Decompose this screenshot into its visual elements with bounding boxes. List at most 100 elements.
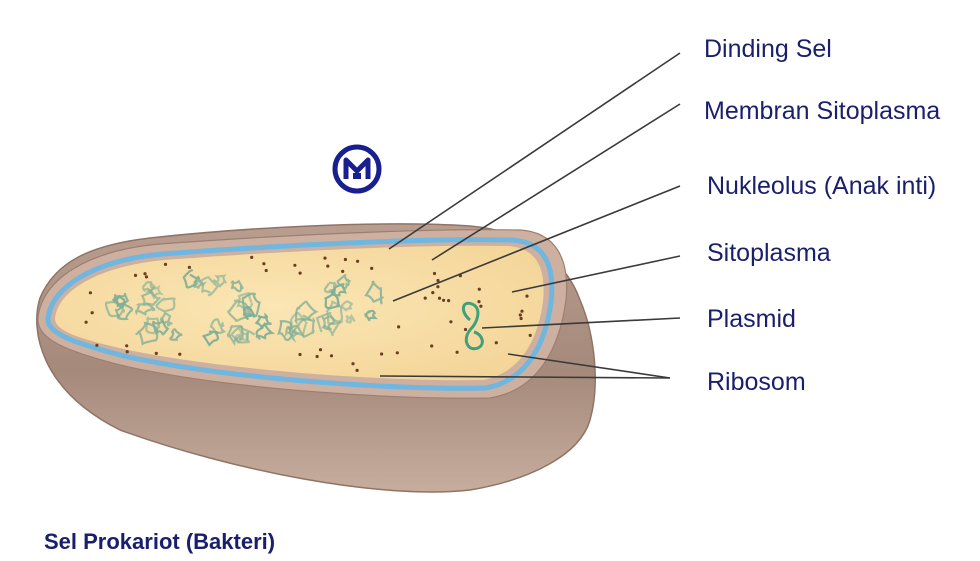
label-cytoplasmic-membrane: Membran Sitoplasma	[704, 97, 941, 125]
ribosome-dot	[90, 311, 94, 315]
label-ribosome: Ribosom	[707, 368, 806, 396]
ribosome-dot	[432, 271, 437, 276]
ribosome-dot	[477, 300, 481, 304]
ribosome-dot	[449, 320, 453, 324]
dna-strand	[294, 300, 319, 325]
dna-strand	[340, 300, 353, 312]
dna-strand	[145, 282, 165, 300]
ribosome-dot	[380, 352, 384, 356]
dna-strand	[169, 328, 183, 341]
ribosome-dot	[163, 262, 168, 266]
ribosome-dot	[343, 257, 347, 262]
ribosome-dot	[519, 316, 523, 321]
label-cell-wall: Dinding Sel	[704, 35, 832, 63]
dna-strand	[182, 269, 201, 289]
ribosome-dot	[298, 352, 302, 357]
dna-strand	[228, 326, 255, 344]
nucleoid	[104, 269, 384, 347]
ribosome-dot	[323, 256, 327, 260]
plasmid	[462, 301, 484, 351]
dna-strand	[345, 313, 356, 324]
leader-ribosome-1	[507, 353, 671, 379]
dna-strand	[330, 283, 347, 297]
ribosome-dot	[88, 291, 92, 295]
leader-lines	[379, 52, 681, 379]
dna-strand	[364, 280, 384, 305]
label-nucleolus: Nukleolus (Anak inti)	[707, 172, 937, 200]
dna-strand	[323, 289, 340, 310]
ribosome-dot	[125, 350, 129, 354]
ribosome-dot	[250, 255, 254, 259]
ribosome-dot	[318, 348, 323, 352]
ribosome-dot	[520, 309, 524, 313]
ribosome-dot	[315, 354, 319, 359]
dna-strand	[112, 294, 126, 308]
dna-strand	[227, 299, 252, 322]
ribosome-dot	[144, 275, 149, 279]
dna-strand	[197, 276, 220, 297]
leader-ribosome-2	[379, 375, 671, 379]
ribosome-dot	[298, 271, 302, 275]
ribosome-dot	[133, 273, 138, 277]
ribosome-dot	[477, 287, 481, 291]
dna-strand	[145, 316, 161, 335]
ribosome-dot	[293, 263, 297, 267]
dna-strand	[114, 303, 134, 321]
ribosome-dot	[355, 368, 359, 372]
leader-nucleolus	[392, 185, 681, 302]
ribosome-dot	[437, 296, 442, 300]
leader-membrane	[431, 103, 681, 261]
dna-strand	[159, 311, 173, 327]
ribosome-dot	[264, 268, 268, 273]
dna-strand	[255, 321, 276, 340]
ribosome-dot	[528, 333, 532, 337]
ribosome-dot	[356, 259, 360, 263]
leader-cytoplasm	[511, 255, 681, 293]
leader-plasmid	[481, 317, 681, 329]
dna-strand	[209, 318, 227, 335]
ribosome-dot	[341, 269, 345, 273]
ribosome-dot	[326, 264, 330, 268]
label-cytoplasm: Sitoplasma	[707, 239, 831, 267]
ribosome-dot	[154, 351, 158, 355]
dna-strand	[202, 330, 219, 347]
dna-strand	[296, 314, 316, 338]
dna-strand	[155, 297, 176, 313]
leader-cell-wall	[388, 52, 681, 250]
dna-strand	[234, 328, 250, 344]
dna-strand	[277, 320, 295, 342]
ribosome-dot	[525, 294, 529, 298]
dna-strand	[325, 300, 344, 326]
dna-strand	[213, 274, 227, 288]
ribosome-dot	[351, 362, 355, 366]
ribosome-dot	[518, 313, 522, 317]
dna-strand	[323, 281, 337, 294]
m-circle-logo-icon	[332, 144, 382, 194]
ribosome-dot	[262, 262, 266, 266]
ribosome-dot	[463, 327, 468, 332]
dna-strand	[287, 311, 308, 337]
dna-strand	[135, 321, 159, 346]
ribosome-dot	[329, 354, 334, 358]
ribosome-dot	[95, 343, 99, 347]
ribosome-dot	[395, 351, 399, 355]
cytoplasmic-membrane	[45, 237, 555, 391]
ribosome-dot	[431, 291, 435, 295]
figure-caption: Sel Prokariot (Bakteri)	[44, 529, 276, 554]
dna-strand	[315, 311, 342, 337]
ribosome-dot	[84, 320, 88, 324]
ribosome-dot	[479, 304, 483, 308]
ribosome-dot	[436, 285, 440, 289]
dna-strand	[364, 309, 379, 322]
ribosome-dot	[494, 341, 498, 345]
ribosome-dot	[370, 266, 374, 270]
ribosome-dot	[430, 344, 434, 348]
label-plasmid: Plasmid	[707, 305, 796, 333]
dna-strand	[254, 312, 272, 330]
dna-strand	[236, 292, 254, 313]
ribosome-dot	[455, 350, 459, 354]
dna-strand	[230, 279, 244, 293]
ribosome-dot	[442, 298, 446, 302]
dna-strand	[140, 289, 161, 307]
dna-strand	[241, 292, 261, 318]
